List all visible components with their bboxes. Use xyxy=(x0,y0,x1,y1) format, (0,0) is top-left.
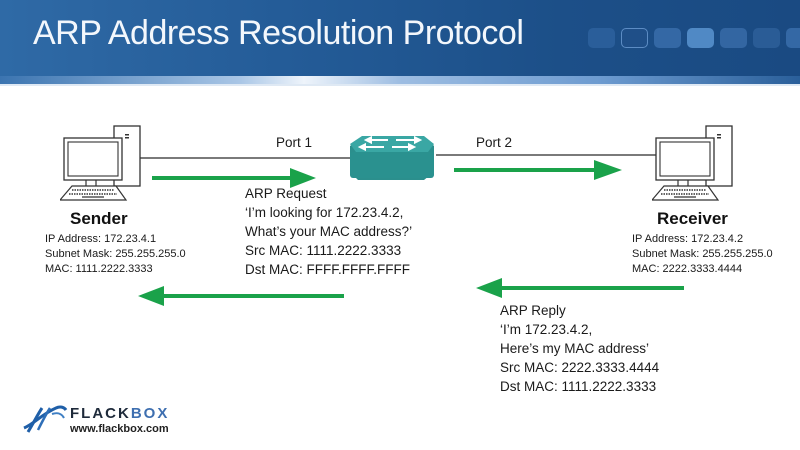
arp-reply-src-mac: Src MAC: 2222.3333.4444 xyxy=(500,360,660,375)
tile xyxy=(654,28,681,48)
arrow-request-to-switch xyxy=(152,168,316,188)
tile xyxy=(786,28,800,48)
logo-brand-part-2: BOX xyxy=(130,405,170,422)
sender-subnet-mask: Subnet Mask: 255.255.255.0 xyxy=(45,248,186,260)
arp-reply-message: ARP Reply ‘I’m 172.23.4.2, Here’s my MAC… xyxy=(500,301,659,396)
switch-icon xyxy=(350,135,434,180)
arp-request-title: ARP Request xyxy=(245,186,327,201)
banner-shine xyxy=(0,76,800,84)
receiver-mac: MAC: 2222.3333.4444 xyxy=(632,263,743,275)
logo-url: www.flackbox.com xyxy=(70,423,169,435)
arrow-reply-to-switch xyxy=(476,278,684,298)
page-title: ARP Address Resolution Protocol xyxy=(33,14,524,52)
arrow-reply-to-sender xyxy=(138,286,344,306)
arp-reply-title: ARP Reply xyxy=(500,303,566,318)
port-1-label: Port 1 xyxy=(276,135,313,150)
arp-request-src-mac: Src MAC: 1111.2222.3333 xyxy=(245,243,402,258)
arp-request-line-2: What’s your MAC address?’ xyxy=(245,224,413,239)
arp-reply-dst-mac: Dst MAC: 1111.2222.3333 xyxy=(500,379,657,394)
link-sender-switch xyxy=(140,157,352,159)
arp-request-dst-mac: Dst MAC: FFFF.FFFF.FFFF xyxy=(245,262,410,277)
tile xyxy=(621,28,648,48)
sender-info: IP Address: 172.23.4.1 Subnet Mask: 255.… xyxy=(45,232,186,277)
arp-reply-line-1: ‘I’m 172.23.4.2, xyxy=(500,322,593,337)
sender-label: Sender xyxy=(70,209,128,228)
logo-brand-part-1: FLACK xyxy=(70,405,131,422)
tile xyxy=(753,28,780,48)
arp-request-message: ARP Request ‘I’m looking for 172.23.4.2,… xyxy=(245,184,412,279)
arrow-request-to-receiver xyxy=(454,160,622,180)
receiver-label: Receiver xyxy=(657,209,728,228)
receiver-computer-icon xyxy=(652,125,733,201)
receiver-subnet-mask: Subnet Mask: 255.255.255.0 xyxy=(632,248,773,260)
tile xyxy=(588,28,615,48)
receiver-ip: IP Address: 172.23.4.2 xyxy=(632,233,744,245)
arp-reply-line-2: Here’s my MAC address’ xyxy=(500,341,650,356)
banner-divider xyxy=(0,84,800,86)
tile xyxy=(687,28,714,48)
receiver-info: IP Address: 172.23.4.2 Subnet Mask: 255.… xyxy=(632,232,773,277)
port-2-label: Port 2 xyxy=(476,135,513,150)
logo-brand-text: FLACKBOX xyxy=(70,405,169,422)
bridge-logo-icon xyxy=(23,405,68,433)
sender-ip: IP Address: 172.23.4.1 xyxy=(45,233,157,245)
arp-request-line-1: ‘I’m looking for 172.23.4.2, xyxy=(245,205,404,220)
sender-computer-icon xyxy=(60,125,141,201)
tile xyxy=(720,28,747,48)
sender-mac: MAC: 1111.2222.3333 xyxy=(45,263,153,275)
link-switch-receiver xyxy=(436,154,656,156)
title-banner: ARP Address Resolution Protocol xyxy=(0,0,800,78)
